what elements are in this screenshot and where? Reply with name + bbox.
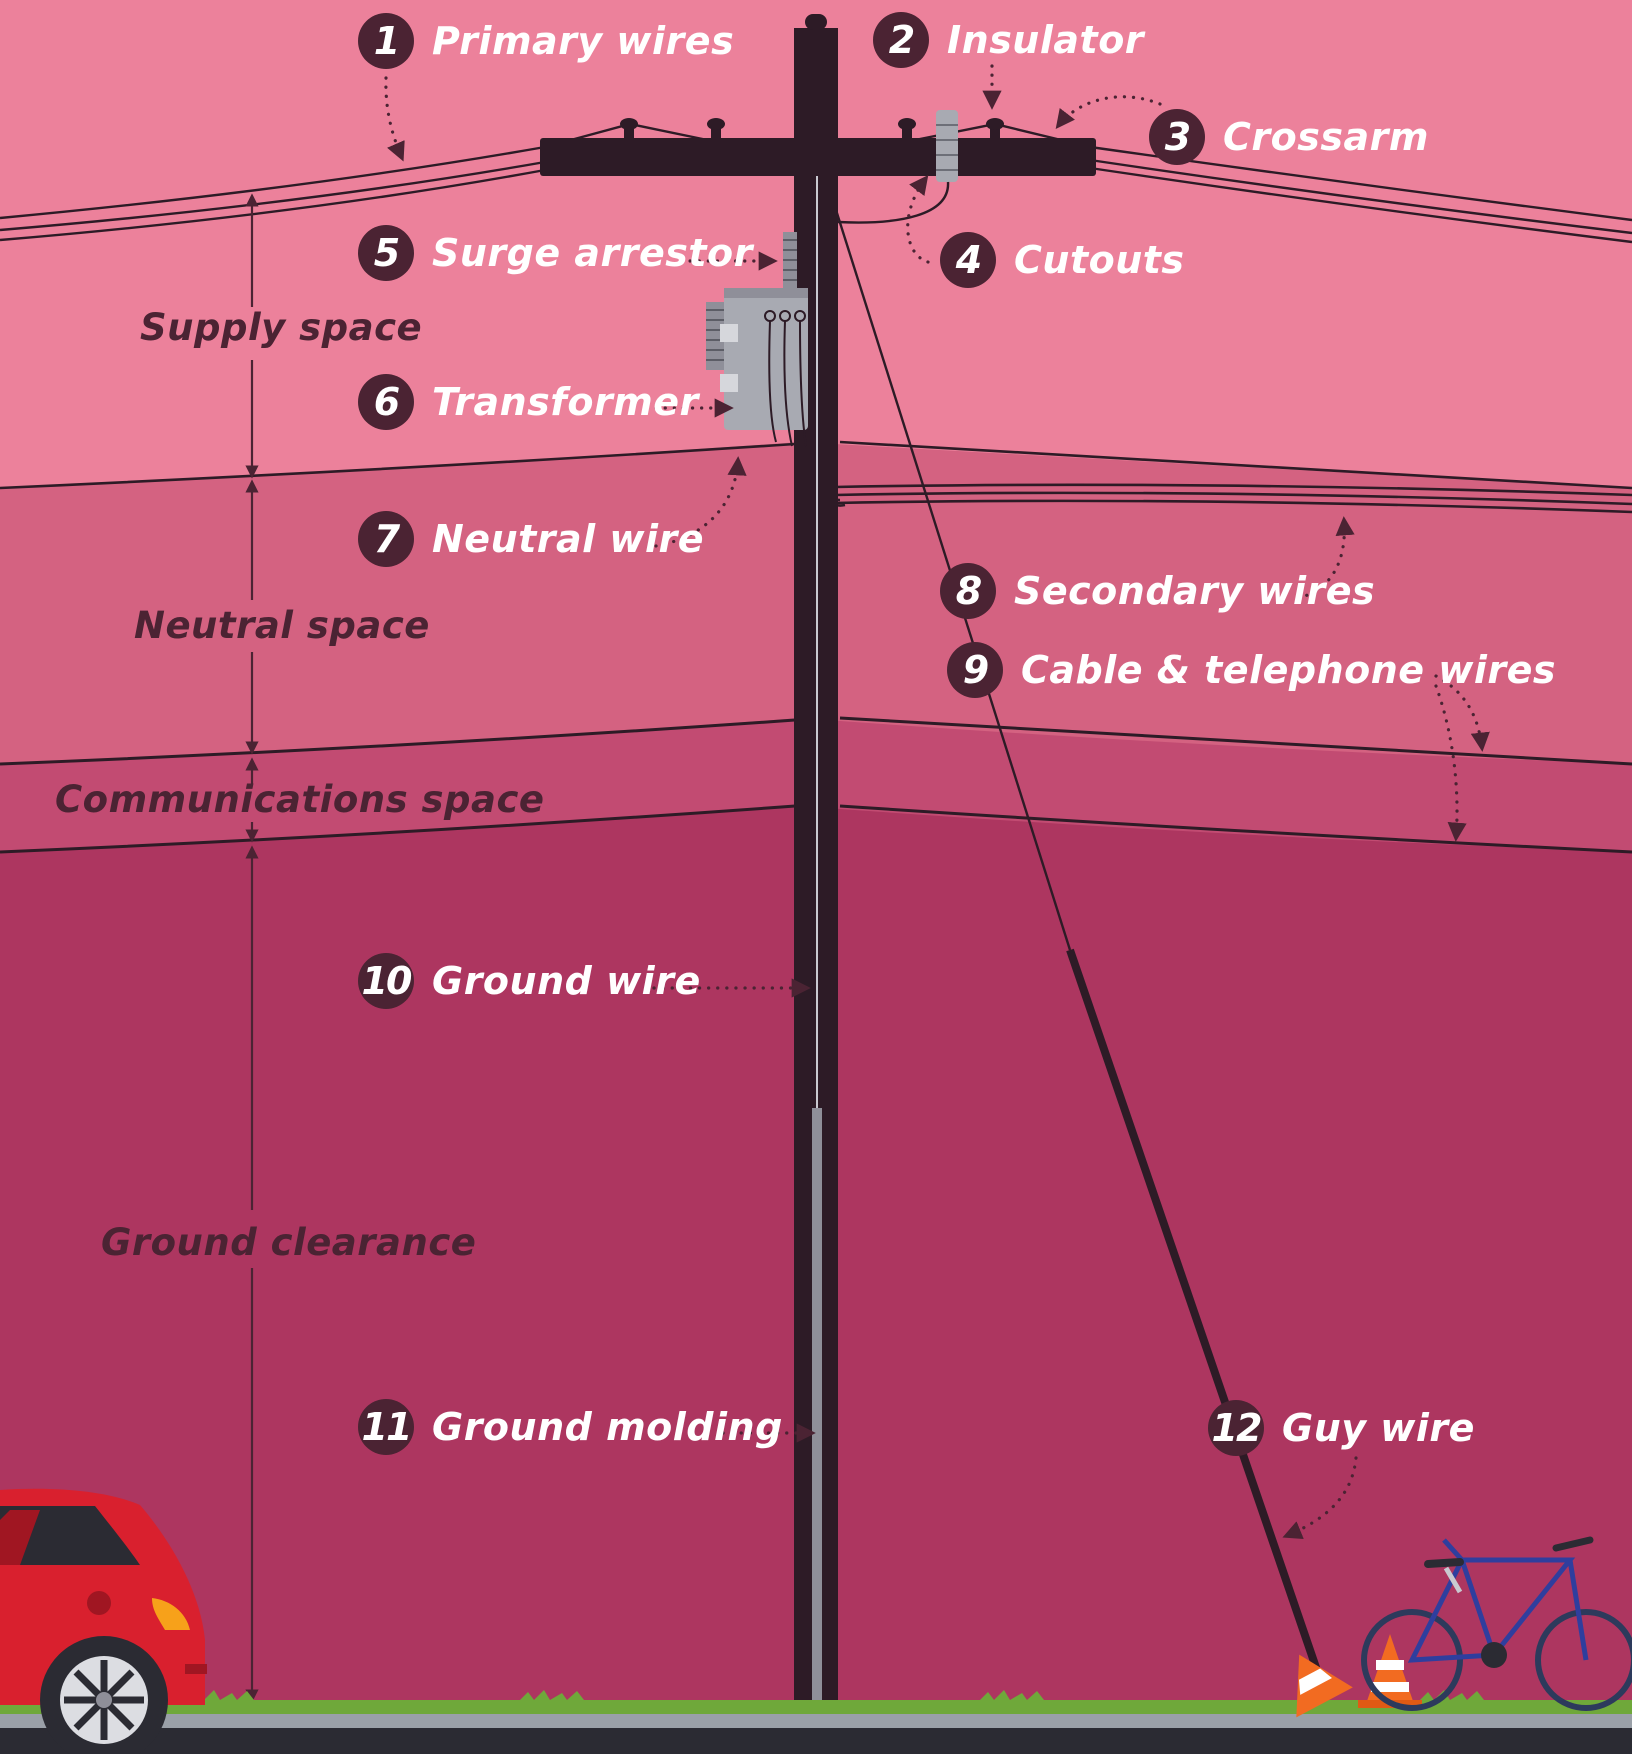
callout-label: Ground wire	[432, 959, 701, 1003]
callout-label: Transformer	[432, 380, 699, 424]
transformer-icon	[706, 288, 808, 447]
callout-number: 11	[358, 1399, 414, 1455]
leader-primary-wires	[384, 76, 405, 162]
callout-number: 5	[358, 225, 414, 281]
callout-label: Surge arrestor	[432, 231, 753, 275]
callout-primary-wires: 1 Primary wires	[358, 13, 734, 69]
callout-number: 9	[947, 642, 1003, 698]
callout-number: 1	[358, 13, 414, 69]
cutout	[837, 110, 958, 224]
cable-wire-line	[0, 716, 1632, 766]
bicycle-icon	[1361, 1536, 1632, 1711]
neutral-wire-line	[0, 442, 796, 490]
callout-ground-molding: 11 Ground molding	[358, 1399, 783, 1455]
leader-cable-wire	[1434, 674, 1490, 752]
callout-cable-telephone-wires: 9 Cable & telephone wires	[947, 642, 1556, 698]
car-icon	[0, 1488, 207, 1754]
lower-wires	[0, 439, 1632, 854]
callout-secondary-wires: 8 Secondary wires	[940, 563, 1375, 619]
callout-number: 3	[1149, 109, 1205, 165]
callout-number: 8	[940, 563, 996, 619]
callout-number: 4	[940, 232, 996, 288]
surge-arrestor	[783, 232, 797, 290]
callout-number: 7	[358, 511, 414, 567]
callout-cutouts: 4 Cutouts	[940, 232, 1185, 288]
callout-ground-wire: 10 Ground wire	[358, 953, 701, 1009]
secondary-wire-line-b	[834, 491, 1632, 506]
callout-label: Primary wires	[432, 19, 735, 63]
callout-transformer: 6 Transformer	[358, 374, 699, 430]
callout-label: Neutral wire	[432, 517, 705, 561]
leader-secondary-wires	[1296, 516, 1355, 600]
callout-label: Secondary wires	[1014, 569, 1376, 613]
callout-crossarm: 3 Crossarm	[1149, 109, 1429, 165]
callout-label: Insulator	[947, 18, 1145, 62]
leader-crossarm	[1055, 95, 1162, 130]
secondary-wire-line-a	[834, 483, 1632, 497]
callout-number: 10	[358, 953, 414, 1009]
insulators	[620, 118, 1004, 140]
callout-label: Ground molding	[432, 1405, 783, 1449]
zone-label-ground-clearance: Ground clearance	[101, 1221, 477, 1264]
leader-cutouts	[906, 174, 930, 264]
callout-number: 12	[1208, 1400, 1264, 1456]
leader-telephone-wire	[1434, 684, 1467, 842]
callout-guy-wire: 12 Guy wire	[1208, 1400, 1475, 1456]
zone-label-communications: Communications space	[55, 778, 545, 821]
ground-strip	[0, 1690, 1632, 1754]
callout-neutral-wire: 7 Neutral wire	[358, 511, 704, 567]
callout-insulator: 2 Insulator	[873, 12, 1144, 68]
telephone-wire-line	[0, 804, 1632, 854]
zone-label-neutral: Neutral space	[134, 604, 430, 647]
callout-leaders	[384, 64, 1490, 1540]
callout-label: Cutouts	[1014, 238, 1185, 282]
zone-label-supply: Supply space	[140, 306, 423, 349]
secondary-wire-line-c	[834, 499, 1632, 514]
callout-label: Guy wire	[1282, 1406, 1475, 1450]
callout-number: 6	[358, 374, 414, 430]
crossarm	[540, 138, 1096, 176]
callout-number: 2	[873, 12, 929, 68]
callout-label: Crossarm	[1223, 115, 1429, 159]
utility-pole-icon	[540, 14, 1096, 1708]
leader-guy-wire	[1282, 1456, 1358, 1540]
callout-surge-arrestor: 5 Surge arrestor	[358, 225, 753, 281]
callout-label: Cable & telephone wires	[1021, 648, 1557, 692]
ground-molding	[812, 1108, 822, 1708]
leader-neutral-wire	[654, 456, 747, 548]
